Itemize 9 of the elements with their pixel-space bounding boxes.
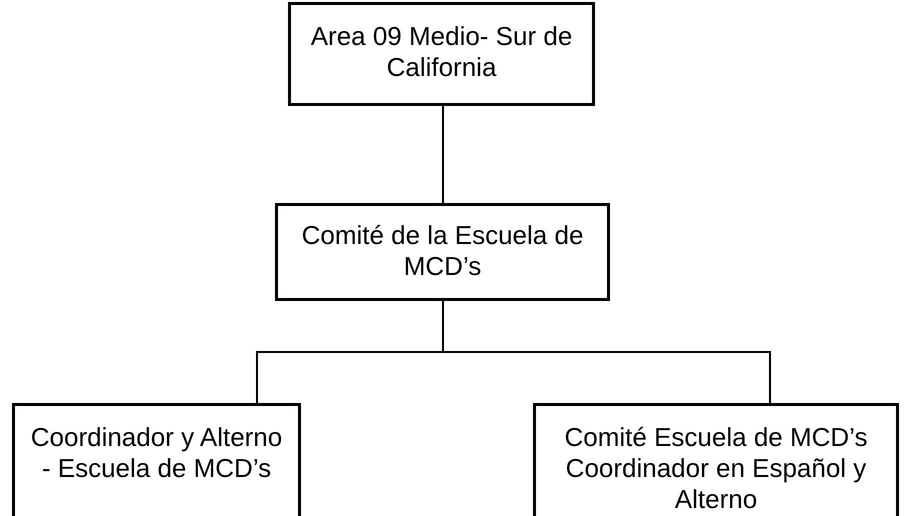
org-box — [12, 403, 301, 516]
box-label: Comité Escuela de MCD’s Coordinador en Español y Alterno — [564, 422, 868, 516]
org-box — [275, 203, 610, 301]
org-box — [288, 2, 595, 106]
box-label: Area 09 Medio- Sur de California — [310, 21, 574, 84]
org-box — [533, 403, 899, 516]
connector-line — [442, 106, 444, 203]
box-label: Coordinador y Alterno - Escuela de MCD’s — [30, 422, 284, 485]
box-label: Comité de la Escuela de MCD’s — [300, 220, 584, 283]
